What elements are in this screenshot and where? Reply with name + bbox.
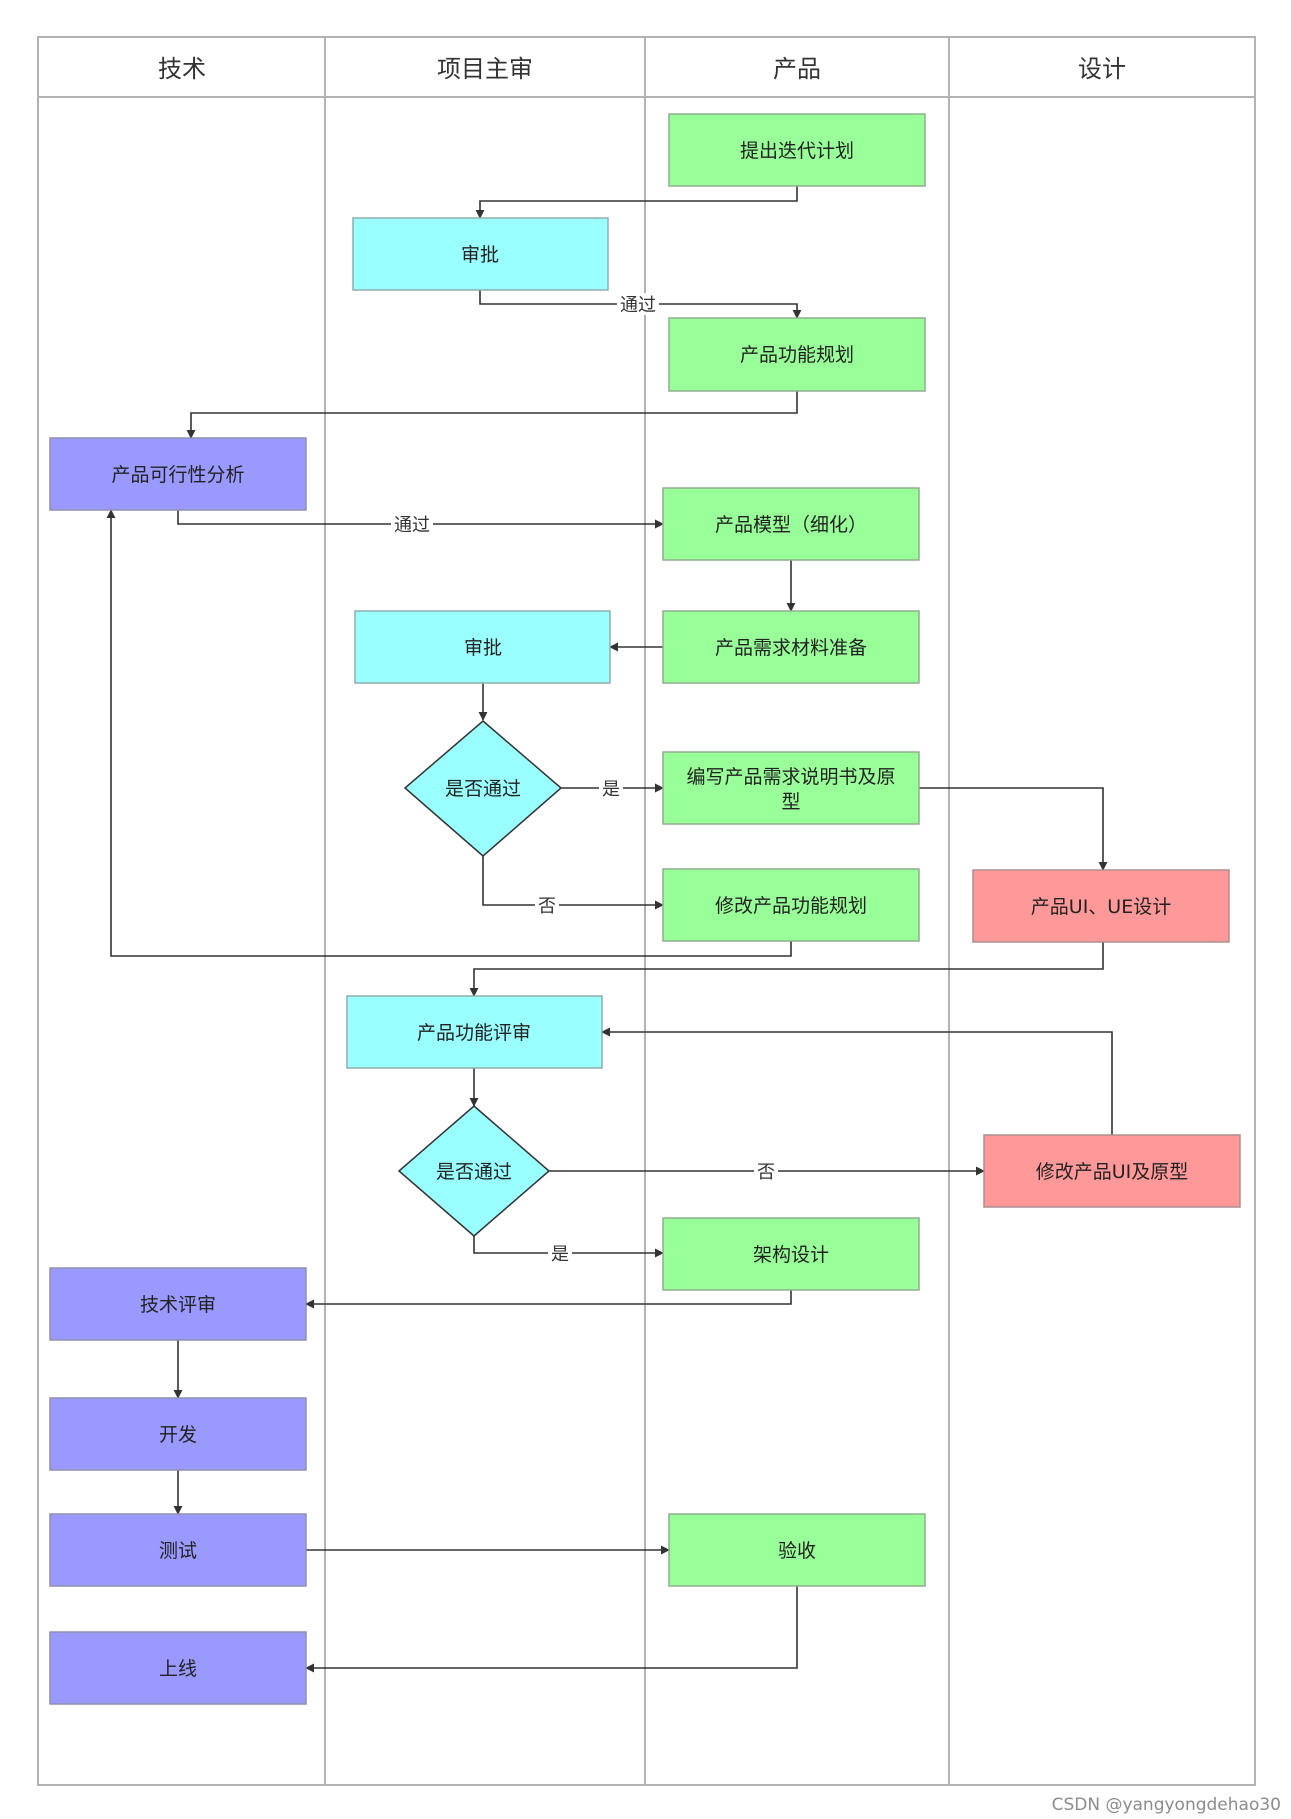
node-materials: 产品需求材料准备 [662, 610, 920, 684]
node-arch-label: 架构设计 [753, 1244, 829, 1266]
node-launch: 上线 [49, 1631, 307, 1705]
node-accept-label: 验收 [778, 1540, 816, 1562]
lane-title-tech: 技术 [158, 55, 206, 83]
node-accept: 验收 [668, 1513, 926, 1587]
node-spec-label-line2: 型 [781, 791, 800, 813]
node-tech-review-label: 技术评审 [140, 1294, 216, 1316]
edge-modify-plan-to-feasibility [106, 509, 792, 957]
node-approve2: 审批 [354, 610, 611, 684]
edge-modify-ui-to-func-review [601, 1027, 1113, 1135]
node-launch-label: 上线 [159, 1658, 197, 1680]
edge-feature-plan-to-feasibility [186, 391, 798, 439]
edge-label-pass-b: 通过 [394, 515, 430, 536]
node-dev-label: 开发 [159, 1424, 197, 1446]
edge-spec-to-ui [919, 787, 1108, 871]
lanes [37, 36, 1256, 1786]
node-decision1: 是否通过 [403, 720, 563, 857]
node-feature-plan: 产品功能规划 [668, 317, 926, 392]
edge-decision2-yes [473, 1236, 664, 1258]
node-feasibility: 产品可行性分析 [49, 437, 307, 511]
edges [106, 186, 1113, 1673]
node-spec: 编写产品需求说明书及原 型 [662, 751, 920, 825]
lane-title-review: 项目主审 [437, 55, 533, 83]
node-iteration-plan: 提出迭代计划 [668, 113, 926, 187]
node-approve1-label: 审批 [461, 244, 499, 266]
node-func-review: 产品功能评审 [346, 995, 603, 1069]
edge-plan-to-approve1 [475, 186, 798, 219]
lane-title-product: 产品 [773, 55, 821, 83]
node-test-label: 测试 [159, 1540, 197, 1562]
node-model-label: 产品模型（细化） [715, 514, 867, 536]
node-modify-ui-label: 修改产品UI及原型 [1036, 1161, 1189, 1183]
edge-label-yes1: 是 [602, 779, 620, 800]
node-tech-review: 技术评审 [49, 1267, 307, 1341]
lane-title-design: 设计 [1078, 55, 1126, 83]
node-ui-design-label: 产品UI、UE设计 [1031, 896, 1171, 918]
node-decision2: 是否通过 [397, 1105, 551, 1237]
edge-feasibility-to-model [177, 510, 664, 529]
edge-decision1-no [482, 856, 664, 910]
node-approve2-label: 审批 [464, 637, 502, 659]
node-dev: 开发 [49, 1397, 307, 1471]
node-feasibility-label: 产品可行性分析 [111, 464, 244, 486]
node-modify-ui: 修改产品UI及原型 [983, 1134, 1241, 1208]
node-arch: 架构设计 [662, 1217, 920, 1291]
edge-accept-to-launch [305, 1586, 798, 1673]
node-spec-label-line1: 编写产品需求说明书及原 [686, 766, 895, 788]
node-iteration-plan-label: 提出迭代计划 [740, 140, 854, 162]
edge-label-yes2: 是 [551, 1244, 569, 1265]
node-decision1-label: 是否通过 [445, 778, 521, 800]
node-func-review-label: 产品功能评审 [417, 1022, 531, 1044]
node-test: 测试 [49, 1513, 307, 1587]
node-modify-plan-label: 修改产品功能规划 [715, 895, 867, 917]
edge-label-no1: 否 [538, 896, 556, 917]
node-ui-design: 产品UI、UE设计 [972, 869, 1230, 943]
edge-arch-to-tech-review [305, 1290, 792, 1309]
node-materials-label: 产品需求材料准备 [715, 637, 867, 659]
edge-label-pass-a: 通过 [620, 295, 656, 316]
node-approve1: 审批 [352, 217, 609, 291]
edge-ui-to-func-review [469, 942, 1104, 997]
node-feature-plan-label: 产品功能规划 [740, 344, 854, 366]
node-decision2-label: 是否通过 [436, 1161, 512, 1183]
watermark: CSDN @yangyongdehao30 [1051, 1795, 1281, 1815]
node-modify-plan: 修改产品功能规划 [662, 868, 920, 942]
edge-label-no2: 否 [757, 1162, 775, 1183]
node-model: 产品模型（细化） [662, 487, 920, 561]
